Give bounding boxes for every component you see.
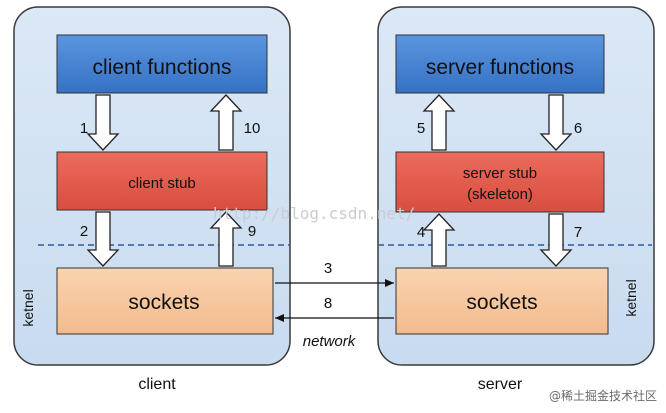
server-arrow-7-label: 7	[574, 224, 582, 241]
server-sockets-box	[395, 267, 609, 335]
client-panel: ketnel client functions client stub sock…	[13, 6, 291, 393]
client-kernel-label: ketnel	[20, 289, 36, 326]
url-watermark: http://blog.csdn.net/	[213, 204, 415, 223]
client-arrow-10-up	[209, 94, 243, 151]
server-stub-box	[395, 151, 605, 213]
server-functions-box	[395, 34, 605, 94]
client-sockets-label: sockets	[128, 291, 199, 314]
client-sockets-box	[56, 267, 274, 335]
client-panel-label: client	[138, 376, 176, 393]
server-arrow-5-up	[422, 94, 456, 151]
client-arrow-2-down	[86, 211, 120, 267]
server-arrow-6-down	[539, 94, 573, 151]
server-stub-label-line1: server stub	[463, 165, 537, 182]
client-arrow-1-down	[86, 94, 120, 151]
network-link: 3 8 network	[275, 260, 394, 350]
server-panel-label: server	[478, 376, 523, 393]
server-arrow-4-label: 4	[417, 224, 425, 241]
credit-watermark: @稀土掘金技术社区	[549, 388, 657, 403]
client-arrow-10-label: 10	[244, 120, 261, 137]
network-label: network	[303, 333, 357, 350]
server-functions-label: server functions	[426, 56, 574, 79]
server-sockets-label: sockets	[466, 291, 537, 314]
server-arrow-7-down	[539, 213, 573, 267]
client-arrow-1-label: 1	[80, 120, 88, 137]
server-panel: ketnel server functions server stub (ske…	[377, 6, 655, 393]
client-arrow-9-up	[209, 211, 243, 267]
server-arrow-4-up	[422, 213, 456, 267]
client-functions-label: client functions	[93, 56, 232, 79]
server-stub-label-line2: (skeleton)	[467, 186, 533, 203]
client-stub-box	[56, 151, 268, 211]
server-arrow-5-label: 5	[417, 120, 425, 137]
server-arrow-6-label: 6	[574, 120, 582, 137]
client-functions-box	[56, 34, 268, 94]
network-arrow-8-label: 8	[324, 295, 332, 312]
client-stub-label: client stub	[128, 175, 196, 192]
client-arrow-9-label: 9	[248, 223, 256, 240]
client-arrow-2-label: 2	[80, 223, 88, 240]
network-arrow-3-label: 3	[324, 260, 332, 277]
server-kernel-label: ketnel	[623, 279, 639, 316]
